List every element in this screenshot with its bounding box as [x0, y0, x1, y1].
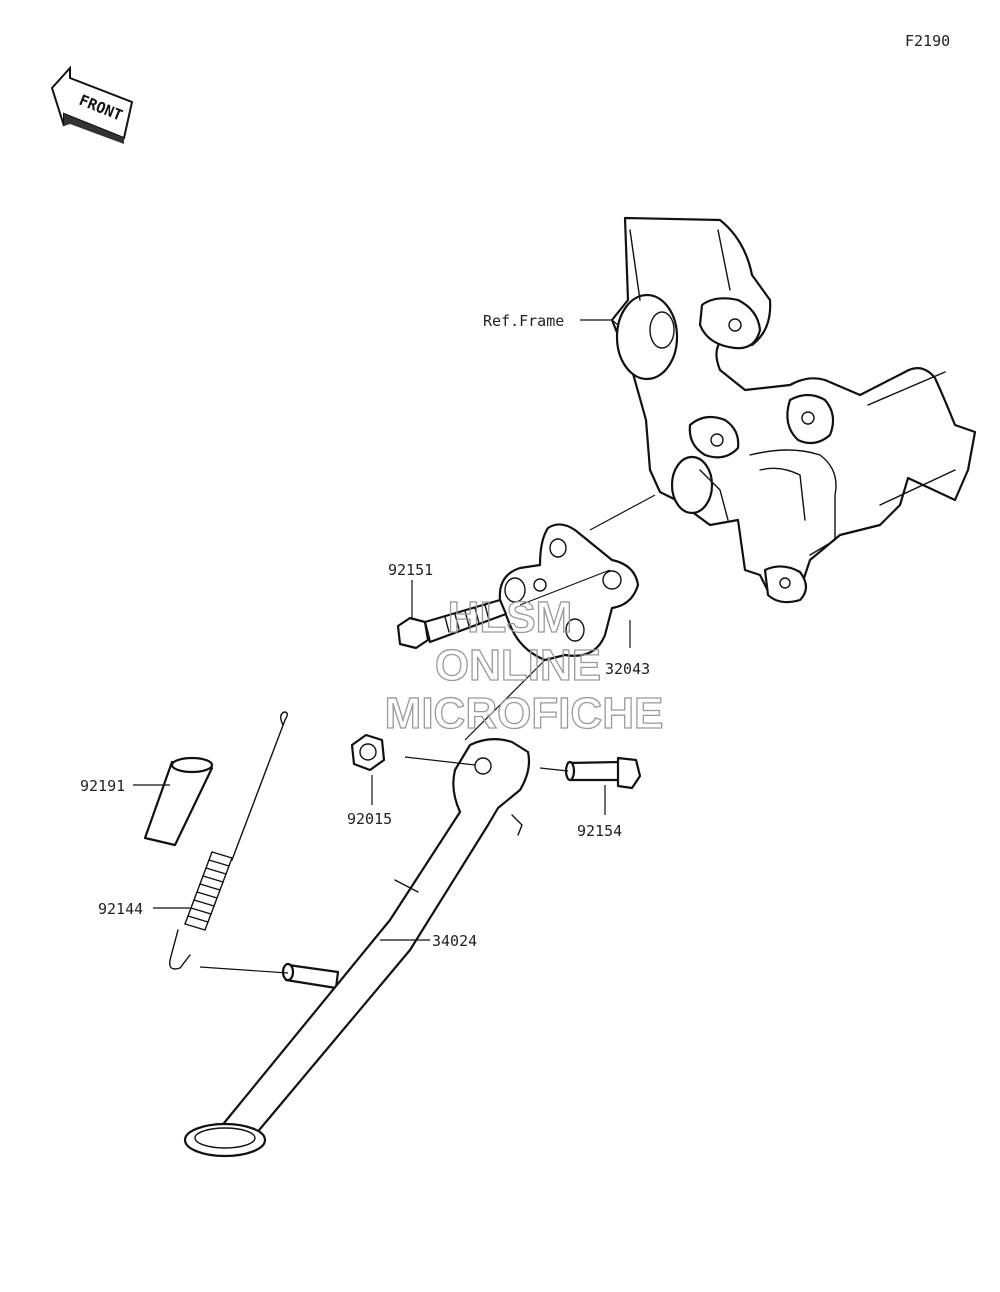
leader-lines — [133, 319, 656, 974]
label-32043: 32043 — [605, 660, 650, 678]
watermark: HLSM ONLINE MICROFICHE — [384, 592, 664, 738]
reference-frame — [610, 216, 977, 604]
bracket-32043 — [498, 523, 640, 662]
bolt-92154 — [564, 756, 642, 790]
label-92151: 92151 — [388, 561, 433, 579]
collar-92191 — [143, 756, 214, 847]
spring-pin — [281, 962, 340, 990]
front-arrow-icon: FRONT — [50, 65, 134, 144]
label-92144: 92144 — [98, 900, 143, 918]
label-ref-frame: Ref.Frame — [483, 312, 564, 330]
label-92154: 92154 — [577, 822, 622, 840]
bolt-92151 — [396, 598, 508, 650]
watermark-line-3: MICROFICHE — [385, 689, 664, 738]
watermark-line-2: ONLINE — [435, 641, 601, 690]
diagram-code: F2190 — [905, 32, 950, 50]
label-34024: 34024 — [432, 932, 477, 950]
side-stand-34024 — [183, 738, 531, 1158]
spring-92144 — [169, 711, 288, 970]
watermark-line-1: HLSM — [448, 593, 573, 642]
label-92015: 92015 — [347, 810, 392, 828]
label-92191: 92191 — [80, 777, 125, 795]
nut-92015 — [350, 733, 386, 772]
